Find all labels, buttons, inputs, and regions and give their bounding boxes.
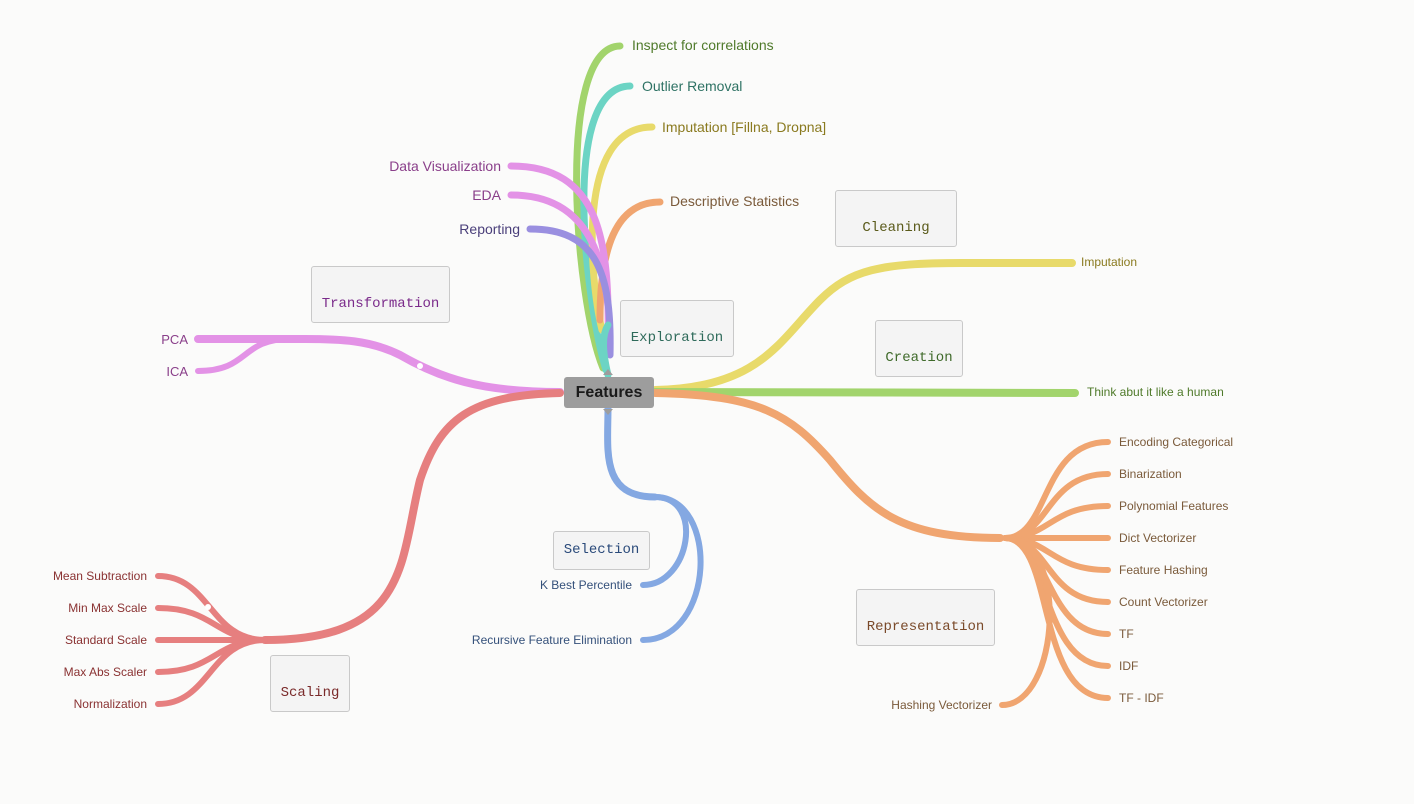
node-outlier-removal[interactable]: Outlier Removal <box>642 78 743 94</box>
note-cleaning[interactable]: Cleaning <box>835 190 957 247</box>
connector-selection <box>604 404 659 501</box>
connector-inspect <box>573 42 624 372</box>
node-mean-subtraction[interactable]: Mean Subtraction <box>52 569 147 583</box>
root-top-chevron <box>603 369 613 375</box>
scaling-marker <box>205 604 211 610</box>
transformation-marker <box>417 363 423 369</box>
note-selection[interactable]: Selection <box>553 531 650 570</box>
connector-encoding-categorical <box>1002 439 1111 541</box>
node-min-max-scale[interactable]: Min Max Scale <box>68 601 147 615</box>
connector-normalization <box>155 637 268 707</box>
connector-exploration-stem <box>600 321 612 379</box>
node-recursive-feature-elimination[interactable]: Recursive Feature Elimination <box>471 633 632 647</box>
node-polynomial-features[interactable]: Polynomial Features <box>1119 499 1229 513</box>
node-binarization[interactable]: Binarization <box>1119 467 1182 481</box>
connector-rfe <box>640 494 704 643</box>
node-dict-vectorizer[interactable]: Dict Vectorizer <box>1119 531 1197 545</box>
root-bottom-chevron <box>603 409 613 415</box>
root-node-features[interactable]: Features <box>564 377 654 408</box>
node-reporting[interactable]: Reporting <box>459 221 520 237</box>
note-creation[interactable]: Creation <box>875 320 963 377</box>
connector-scaling <box>261 389 564 644</box>
note-scaling[interactable]: Scaling <box>270 655 350 712</box>
node-ica[interactable]: ICA <box>166 364 188 379</box>
node-hashing-vectorizer[interactable]: Hashing Vectorizer <box>891 698 992 712</box>
node-k-best-percentile[interactable]: K Best Percentile <box>539 578 632 592</box>
connector-cleaning <box>651 259 1076 394</box>
node-feature-hashing[interactable]: Feature Hashing <box>1119 563 1208 577</box>
node-eda[interactable]: EDA <box>472 187 501 203</box>
node-encoding-categorical[interactable]: Encoding Categorical <box>1119 435 1234 449</box>
node-imputation[interactable]: Imputation <box>1081 255 1138 269</box>
note-representation[interactable]: Representation <box>856 589 995 646</box>
node-tf-idf[interactable]: TF - IDF <box>1119 691 1164 705</box>
node-idf[interactable]: IDF <box>1119 659 1139 673</box>
node-count-vectorizer[interactable]: Count Vectorizer <box>1119 595 1208 609</box>
node-imputation-fillna[interactable]: Imputation [Fillna, Dropna] <box>662 119 827 135</box>
node-descriptive-statistics[interactable]: Descriptive Statistics <box>670 193 800 209</box>
connector-creation <box>651 388 1079 397</box>
connector-representation <box>651 389 1004 542</box>
node-standard-scale[interactable]: Standard Scale <box>64 633 147 647</box>
connector-transformation <box>194 335 564 396</box>
connector-hashing-vectorizer <box>999 535 1053 708</box>
node-inspect-correlations[interactable]: Inspect for correlations <box>632 37 774 53</box>
node-data-visualization[interactable]: Data Visualization <box>389 158 501 174</box>
node-normalization[interactable]: Normalization <box>73 697 147 711</box>
node-pca[interactable]: PCA <box>161 332 188 347</box>
note-transformation[interactable]: Transformation <box>311 266 450 323</box>
note-exploration[interactable]: Exploration <box>620 300 734 357</box>
node-tf[interactable]: TF <box>1119 627 1134 641</box>
connector-descriptive <box>596 198 664 324</box>
node-think-like-human[interactable]: Think abut it like a human <box>1087 385 1224 399</box>
connector-ica <box>195 336 293 374</box>
node-max-abs-scaler[interactable]: Max Abs Scaler <box>63 665 147 679</box>
